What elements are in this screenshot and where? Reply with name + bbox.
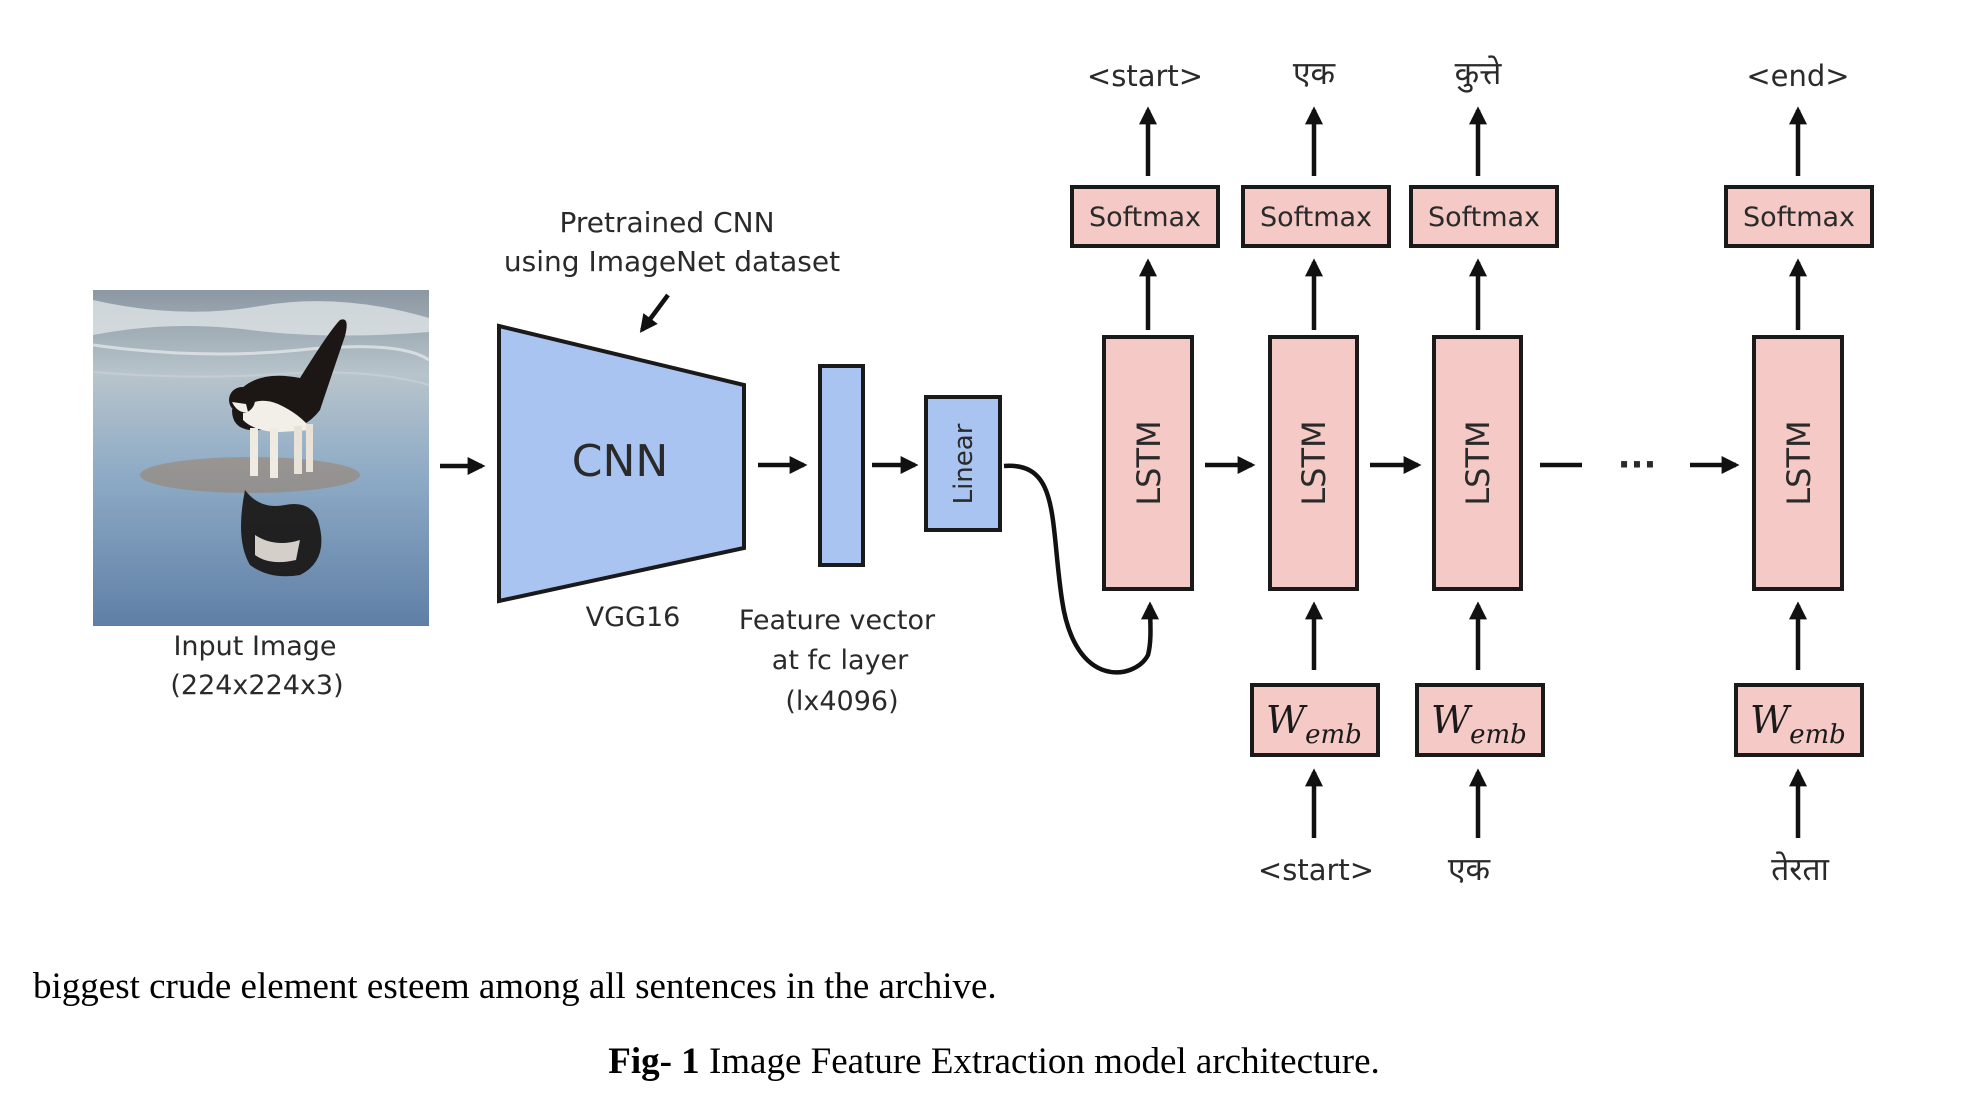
lstm-label-2: LSTM — [1295, 420, 1333, 505]
linear-block — [924, 395, 1002, 532]
lstm-label-4: LSTM — [1780, 420, 1818, 505]
output-word-4: <end> — [1746, 59, 1849, 93]
softmax-label-3: Softmax — [1428, 202, 1540, 233]
output-word-3: कुत्ते — [1455, 54, 1503, 93]
lstm-block-4 — [1752, 335, 1844, 591]
cnn-annotation-line1: Pretrained CNN — [559, 206, 774, 239]
ellipsis: ··· — [1618, 445, 1657, 485]
caption-label: Fig- 1 — [608, 1041, 700, 1082]
lstm-column-1: LSTM Softmax <start> — [1070, 59, 1220, 591]
cnn-annotation-line2: using ImageNet dataset — [504, 245, 840, 278]
feature-vector-bar — [818, 364, 865, 567]
architecture-diagram: Input Image (224x224x3) CNN Pretrained C… — [92, 54, 1874, 888]
figure-caption: Fig- 1 Image Feature Extraction model ar… — [0, 1040, 1988, 1083]
vgg16-label: VGG16 — [586, 602, 681, 633]
feature-vector-line3: (lx4096) — [785, 686, 898, 717]
lstm-label-3: LSTM — [1459, 420, 1497, 505]
feature-vector-line1: Feature vector — [739, 605, 936, 636]
input-image — [92, 290, 430, 626]
softmax-block-1 — [1070, 185, 1220, 248]
lstm-block-1 — [1102, 335, 1194, 591]
cnn-block — [497, 323, 746, 604]
embedding-block-2 — [1415, 683, 1545, 757]
embedding-label-3: Wemb — [1750, 698, 1846, 750]
softmax-block-3 — [1409, 185, 1559, 248]
input-image-size: (224x224x3) — [170, 670, 343, 701]
body-text-line: biggest crude element esteem among all s… — [33, 966, 997, 1007]
cnn-label: CNN — [572, 436, 669, 487]
softmax-block-2 — [1241, 185, 1391, 248]
embedding-label-1: Wemb — [1266, 698, 1362, 750]
lstm-column-3: LSTM Softmax कुत्ते Wemb एक — [1409, 54, 1559, 888]
lstm-block-2 — [1268, 335, 1359, 591]
connector-linear-to-lstm — [1003, 463, 1160, 675]
output-word-1: <start> — [1087, 59, 1203, 93]
softmax-label-1: Softmax — [1089, 202, 1201, 233]
softmax-block-4 — [1724, 185, 1874, 248]
input-word-3: तेरता — [1771, 850, 1830, 888]
lstm-block-3 — [1432, 335, 1523, 591]
input-word-2: एक — [1448, 850, 1492, 888]
caption-text: Image Feature Extraction model architect… — [699, 1041, 1380, 1082]
input-word-1: <start> — [1258, 853, 1374, 887]
softmax-label-2: Softmax — [1260, 202, 1372, 233]
softmax-label-4: Softmax — [1743, 202, 1855, 233]
annotation-pointer-arrow — [639, 293, 670, 333]
linear-label: Linear — [949, 423, 979, 504]
input-image-label: Input Image — [173, 631, 336, 662]
lstm-column-4: LSTM Softmax <end> Wemb तेरता — [1724, 59, 1874, 888]
embedding-block-3 — [1734, 683, 1864, 757]
lstm-column-2: LSTM Softmax एक Wemb <start> — [1241, 54, 1391, 887]
lstm-label-1: LSTM — [1130, 420, 1168, 505]
embedding-block-1 — [1250, 683, 1380, 757]
output-word-2: एक — [1293, 54, 1337, 92]
feature-vector-line2: at fc layer — [772, 645, 909, 676]
embedding-label-2: Wemb — [1431, 698, 1527, 750]
